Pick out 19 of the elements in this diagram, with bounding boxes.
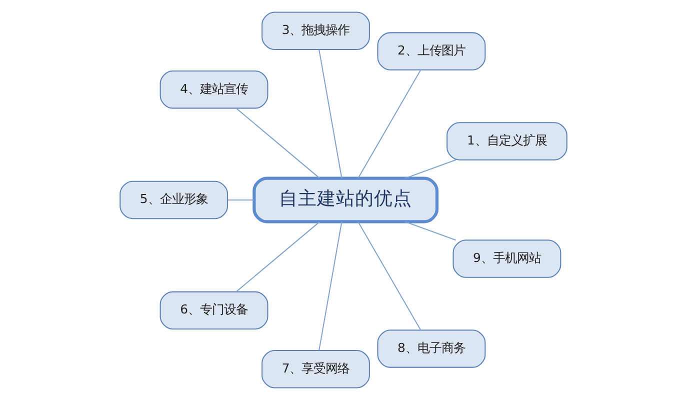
connector	[318, 222, 342, 350]
node-box: 8、电子商务	[377, 330, 486, 368]
node-box: 5、企业形象	[120, 180, 228, 220]
connector	[228, 199, 254, 201]
node-box: 3、拖拽操作	[262, 12, 370, 50]
connector	[358, 70, 422, 178]
node-box: 6、专门设备	[160, 291, 268, 330]
connector	[236, 108, 320, 179]
connector	[358, 222, 422, 330]
connector	[236, 221, 320, 292]
node-box: 2、上传图片	[377, 32, 486, 70]
node-box: 1、自定义扩展	[446, 122, 568, 160]
node-box: 自主建站的优点	[252, 176, 439, 224]
connector	[318, 50, 342, 178]
node-box: 4、建站宣传	[160, 70, 268, 109]
node-box: 9、手机网站	[452, 240, 562, 278]
connector	[405, 159, 456, 179]
node-box: 7、享受网络	[262, 350, 370, 388]
connector	[405, 221, 456, 241]
